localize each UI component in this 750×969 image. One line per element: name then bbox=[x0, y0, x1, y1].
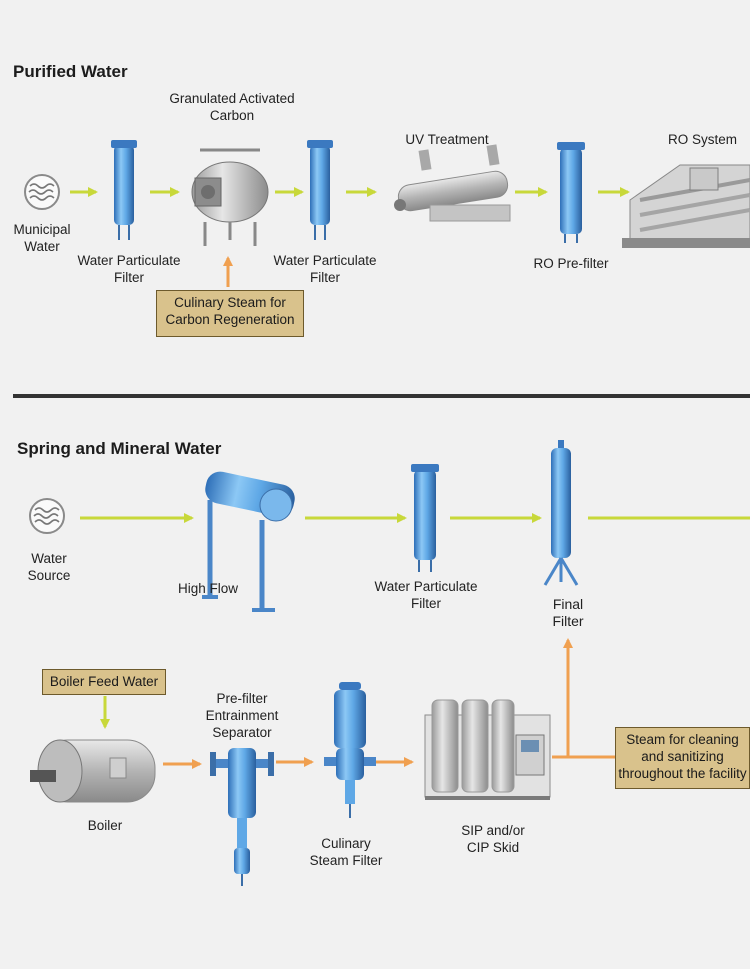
label-ro-prefilter: RO Pre-filter bbox=[533, 256, 609, 271]
label-ro-system: RO System bbox=[668, 132, 738, 147]
steam-cleaning-box: Steam for cleaning and sanitizing throug… bbox=[615, 727, 750, 789]
boiler-feed-water-box: Boiler Feed Water bbox=[42, 669, 166, 695]
water-source-icon bbox=[29, 498, 65, 534]
spring-water-title: Spring and Mineral Water bbox=[17, 439, 222, 458]
label-granulated-activated-carbon: Granulated Activated Carbon bbox=[169, 91, 295, 123]
ro-system bbox=[622, 164, 750, 248]
ro-prefilter bbox=[557, 142, 585, 243]
label-uv-treatment: UV Treatment bbox=[405, 132, 489, 147]
sip-cip-skid bbox=[424, 699, 551, 800]
label-sip-cip-skid: SIP and/or CIP Skid bbox=[461, 823, 525, 855]
section-divider bbox=[13, 394, 750, 398]
water-source-icon bbox=[24, 174, 60, 210]
uv-treatment-unit bbox=[394, 144, 511, 222]
purified-water-title: Purified Water bbox=[13, 62, 128, 81]
high-flow-filter bbox=[202, 471, 295, 612]
label-culinary-steam-filter: Culinary Steam Filter bbox=[309, 836, 383, 868]
boiler bbox=[30, 739, 156, 803]
entrainment-separator bbox=[210, 748, 274, 886]
label-prefilter-separator: Pre-filter Entrainment Separator bbox=[205, 691, 279, 740]
water-particulate-filter-3 bbox=[411, 464, 439, 572]
label-water-particulate-filter-3: Water Particulate Filter bbox=[374, 579, 478, 611]
carbon-filter-tank bbox=[191, 148, 269, 246]
label-water-particulate-filter-1: Water Particulate Filter bbox=[77, 253, 181, 285]
label-water-particulate-filter-2: Water Particulate Filter bbox=[273, 253, 377, 285]
label-water-source: Water Source bbox=[27, 551, 71, 583]
final-filter bbox=[543, 440, 579, 586]
label-final-filter: Final Filter bbox=[552, 596, 584, 629]
steam-flow-arrows bbox=[163, 638, 615, 769]
water-particulate-filter-2 bbox=[307, 140, 333, 240]
water-particulate-filter-1 bbox=[111, 140, 137, 240]
label-high-flow: High Flow bbox=[177, 581, 239, 596]
culinary-steam-filter bbox=[324, 682, 376, 818]
label-municipal-water: Municipal Water bbox=[13, 222, 71, 254]
culinary-steam-carbon-box: Culinary Steam for Carbon Regeneration bbox=[156, 290, 304, 337]
label-boiler: Boiler bbox=[87, 818, 123, 833]
